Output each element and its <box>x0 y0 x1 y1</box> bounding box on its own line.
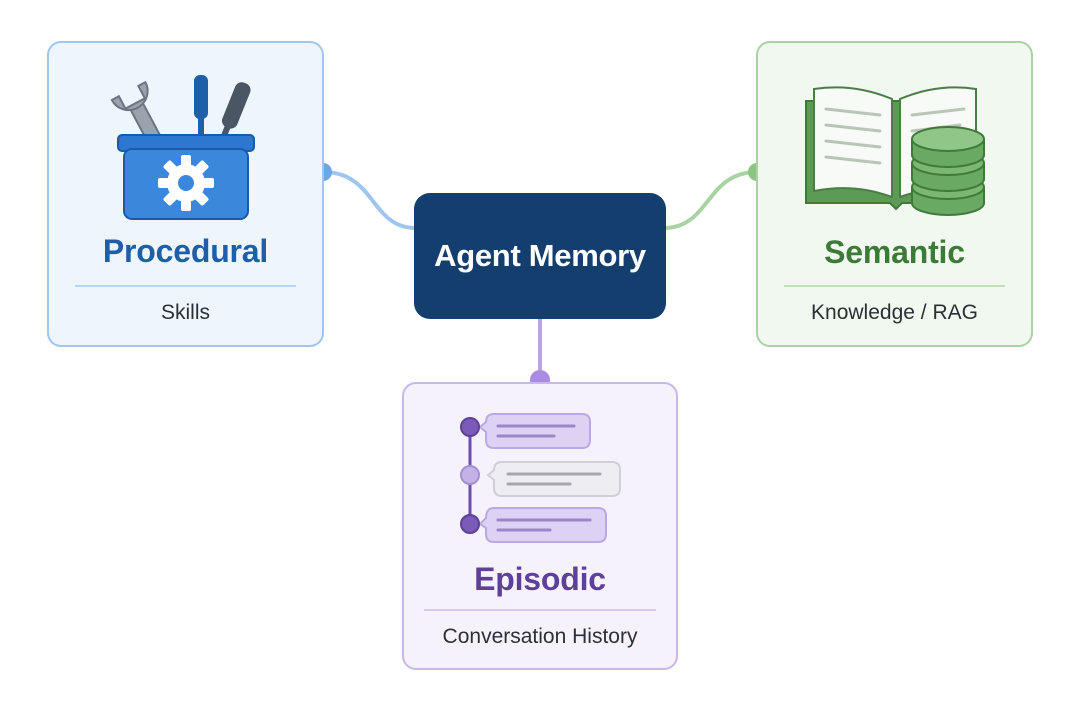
semantic-memory-card: Semantic Knowledge / RAG <box>756 41 1033 347</box>
procedural-title: Procedural <box>102 233 269 269</box>
episodic-divider <box>424 609 656 611</box>
semantic-divider <box>784 285 1005 287</box>
procedural-subtitle: Skills <box>160 301 210 324</box>
semantic-title: Semantic <box>824 234 965 270</box>
edge-center-procedural <box>322 170 417 230</box>
episodic-title: Episodic <box>474 561 606 597</box>
book-database-icon <box>758 79 1031 219</box>
toolbox-icon <box>49 71 322 223</box>
procedural-divider <box>75 285 296 287</box>
agent-memory-node: Agent Memory <box>414 193 666 319</box>
semantic-subtitle: Knowledge / RAG <box>811 301 978 324</box>
episodic-subtitle: Conversation History <box>442 625 638 648</box>
conversation-timeline-icon <box>404 406 676 546</box>
procedural-memory-card: Procedural Skills <box>47 41 324 347</box>
edge-center-semantic <box>663 170 758 230</box>
center-label: Agent Memory <box>434 238 646 273</box>
episodic-memory-card: Episodic Conversation History <box>402 382 678 670</box>
